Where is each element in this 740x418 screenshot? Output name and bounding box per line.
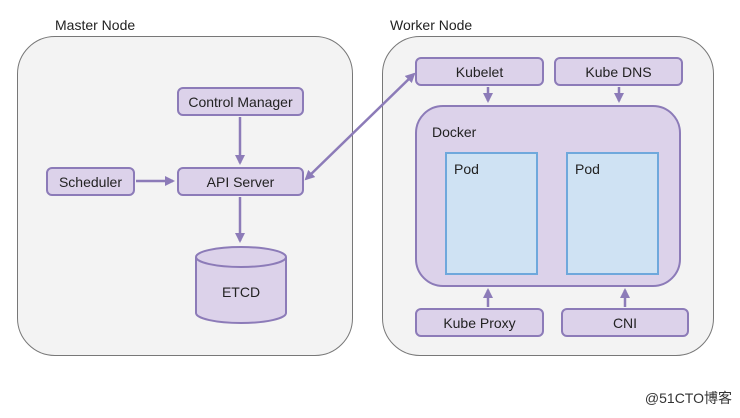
docker-label: Docker xyxy=(432,124,477,140)
etcd-label: ETCD xyxy=(221,284,261,300)
docker-container: Docker Pod Pod xyxy=(415,105,681,287)
scheduler-box: Scheduler xyxy=(46,167,135,196)
etcd-cylinder xyxy=(195,246,287,324)
arrow-api-server-kubelet xyxy=(304,72,416,181)
kube-proxy-box: Kube Proxy xyxy=(415,308,544,337)
cni-box: CNI xyxy=(561,308,689,337)
control-manager-box: Control Manager xyxy=(177,87,304,116)
api-server-box: API Server xyxy=(177,167,304,196)
pod-label-1: Pod xyxy=(454,161,479,177)
kubelet-box: Kubelet xyxy=(415,57,544,86)
watermark: @51CTO博客 xyxy=(644,390,732,406)
master-node-title: Master Node xyxy=(55,17,136,33)
pod-box-1: Pod xyxy=(445,152,538,275)
kube-dns-box: Kube DNS xyxy=(554,57,683,86)
worker-node-title: Worker Node xyxy=(390,17,473,33)
pod-box-2: Pod xyxy=(566,152,659,275)
pod-label-2: Pod xyxy=(575,161,600,177)
